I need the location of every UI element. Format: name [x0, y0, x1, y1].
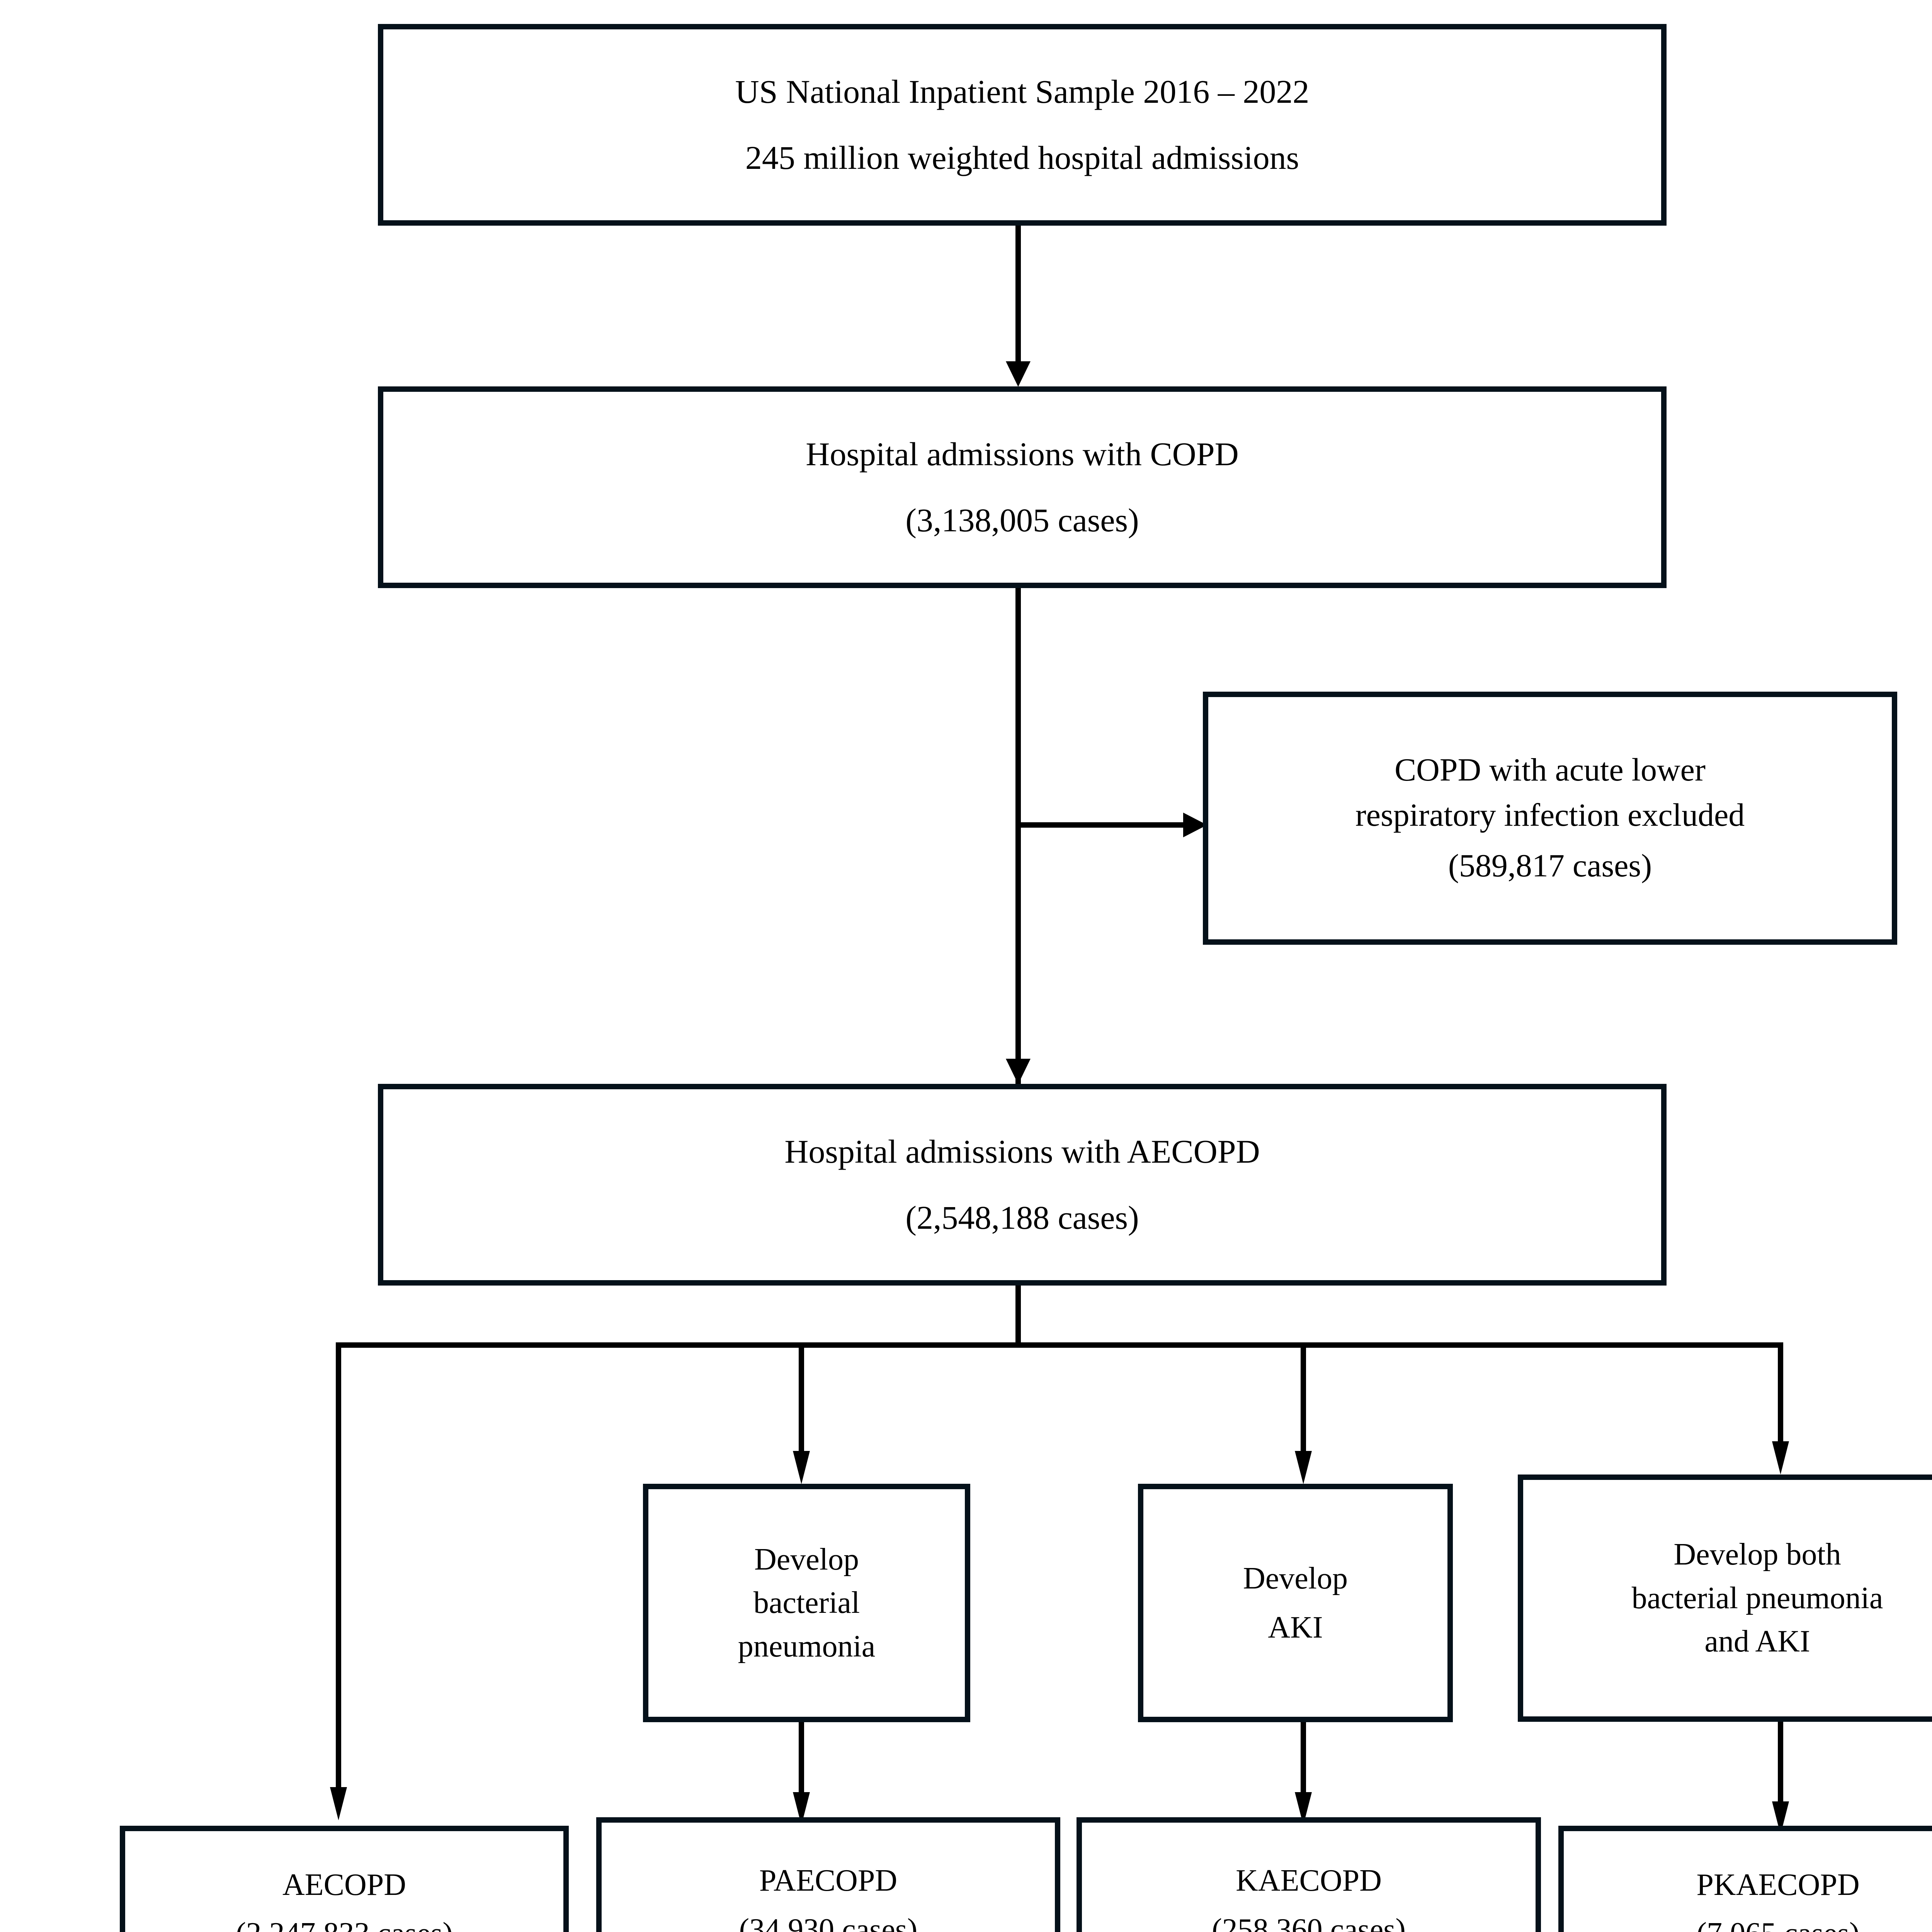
node-excluded: COPD with acute lower respiratory infect…: [1203, 692, 1897, 945]
arrowhead-bus-to-dev-pneumonia: [793, 1451, 810, 1484]
develop-both-line-2: bacterial pneumonia: [1631, 1581, 1883, 1615]
node-copd: Hospital admissions with COPD (3,138,005…: [378, 386, 1667, 588]
excluded-line-3: (589,817 cases): [1448, 847, 1652, 884]
connector-source-to-copd: [1015, 226, 1021, 368]
outcome-kaecopd-count: (258,360 cases): [1211, 1912, 1406, 1932]
outcome-pkaecopd-label: PKAECOPD: [1696, 1867, 1860, 1902]
outcome-paecopd-count: (34,930 cases): [739, 1912, 918, 1932]
node-aecopd: Hospital admissions with AECOPD (2,548,1…: [378, 1084, 1667, 1286]
node-outcome-pkaecopd: PKAECOPD (7,065 cases): [1558, 1826, 1932, 1932]
excluded-line-2: respiratory infection excluded: [1355, 797, 1745, 833]
node-outcome-aecopd: AECOPD (2,247,833 cases): [120, 1826, 569, 1932]
arrowhead-source-to-copd: [1006, 361, 1031, 387]
develop-pneumonia-line-3: pneumonia: [738, 1629, 876, 1663]
connector-bus-to-dev-both: [1778, 1342, 1783, 1445]
aecopd-line-1: Hospital admissions with AECOPD: [784, 1133, 1260, 1170]
connector-bus-to-out-aecopd: [336, 1342, 341, 1791]
copd-line-1: Hospital admissions with COPD: [806, 435, 1239, 473]
outcome-pkaecopd-count: (7,065 cases): [1696, 1917, 1859, 1932]
connector-dev-aki-to-out-kaecopd: [1301, 1722, 1306, 1796]
aecopd-line-2: (2,548,188 cases): [905, 1199, 1139, 1236]
arrowhead-bus-to-dev-both: [1772, 1441, 1789, 1475]
node-source: US National Inpatient Sample 2016 – 2022…: [378, 24, 1667, 226]
develop-aki-line-1: Develop: [1243, 1561, 1348, 1596]
copd-line-2: (3,138,005 cases): [905, 502, 1139, 539]
develop-aki-line-2: AKI: [1268, 1610, 1323, 1645]
connector-aecopd-bus: [336, 1342, 1783, 1348]
connector-copd-to-aecopd: [1015, 588, 1021, 1087]
outcome-paecopd-label: PAECOPD: [759, 1864, 898, 1898]
outcome-kaecopd-label: KAECOPD: [1236, 1864, 1382, 1898]
connector-bus-to-dev-pneumonia: [799, 1342, 804, 1454]
node-develop-both: Develop both bacterial pneumonia and AKI: [1518, 1475, 1932, 1722]
arrowhead-bus-to-dev-aki: [1295, 1451, 1312, 1484]
arrowhead-copd-to-aecopd: [1006, 1059, 1031, 1084]
node-outcome-paecopd: PAECOPD (34,930 cases): [596, 1817, 1060, 1932]
connector-dev-both-to-out-pkaecopd: [1778, 1722, 1783, 1805]
develop-pneumonia-line-1: Develop: [754, 1542, 859, 1577]
source-line-2: 245 million weighted hospital admissions: [745, 139, 1299, 176]
node-develop-aki: Develop AKI: [1138, 1484, 1453, 1722]
connector-copd-to-excluded: [1015, 822, 1193, 828]
node-outcome-kaecopd: KAECOPD (258,360 cases): [1077, 1817, 1541, 1932]
connector-aecopd-stem: [1015, 1286, 1021, 1347]
connector-bus-to-dev-aki: [1301, 1342, 1306, 1454]
outcome-aecopd-count: (2,247,833 cases): [236, 1917, 453, 1932]
outcome-aecopd-label: AECOPD: [282, 1867, 406, 1902]
arrowhead-bus-to-out-aecopd: [330, 1787, 347, 1820]
develop-both-line-3: and AKI: [1704, 1624, 1810, 1659]
connector-dev-pneumonia-to-out-paecopd: [799, 1722, 804, 1796]
develop-both-line-1: Develop both: [1673, 1537, 1841, 1572]
excluded-line-1: COPD with acute lower: [1395, 752, 1706, 788]
develop-pneumonia-line-2: bacterial: [753, 1586, 860, 1620]
node-develop-pneumonia: Develop bacterial pneumonia: [643, 1484, 970, 1722]
source-line-1: US National Inpatient Sample 2016 – 2022: [735, 73, 1310, 111]
